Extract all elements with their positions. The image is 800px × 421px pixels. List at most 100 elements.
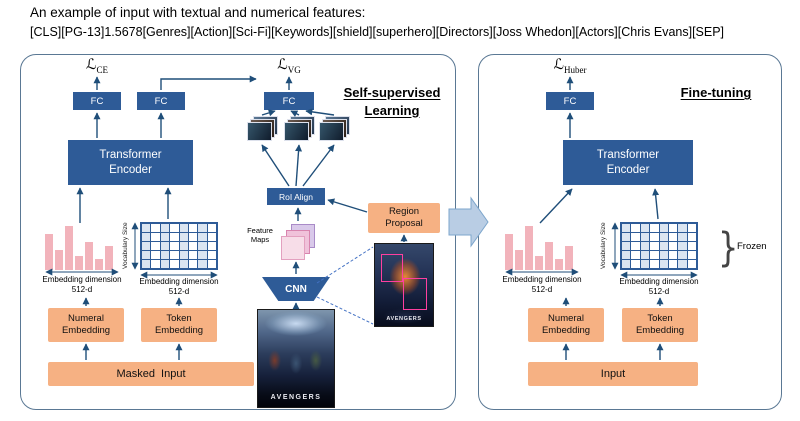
- embedding-grid-cell: [207, 251, 216, 259]
- histogram-bar: [525, 226, 533, 270]
- embedding-grid-cell: [160, 251, 170, 259]
- histogram-bar: [45, 234, 53, 270]
- embedding-grid-cell: [198, 242, 207, 250]
- embedding-grid-cell: [207, 242, 216, 250]
- embedding-grid-cell: [678, 251, 687, 259]
- embedding-grid-cell: [170, 251, 179, 259]
- embedding-grid-cell: [687, 224, 696, 232]
- movie-poster-region-source: AVENGERS: [374, 243, 434, 327]
- finetuning-title: Fine-tuning: [680, 85, 752, 100]
- histogram-bar: [55, 250, 63, 270]
- fc-box-finetune: FC: [546, 92, 594, 110]
- movie-poster-input: AVENGERS: [257, 309, 335, 408]
- region-thumbnail-stack-1: [246, 116, 278, 142]
- embedding-grid-cell: [179, 233, 188, 241]
- histogram-bar: [85, 242, 93, 270]
- token-embedding-box: Token Embedding: [141, 308, 217, 342]
- loss-vg-subscript: VG: [287, 64, 301, 75]
- embedding-grid-cell: [198, 233, 207, 241]
- region-proposal-bbox: [381, 254, 403, 282]
- embedding-grid-cell: [179, 260, 188, 268]
- histogram-bar: [75, 256, 83, 270]
- embedding-grid-cell: [151, 224, 160, 232]
- histogram-bar: [95, 259, 103, 270]
- feature-maps-label: Feature Maps: [247, 226, 273, 244]
- embedding-grid-cell: [622, 224, 631, 232]
- embedding-grid-cell: [160, 224, 170, 232]
- embedding-dim-label-numeral: Embedding dimension: [42, 275, 122, 284]
- embedding-grid-cell: [659, 224, 668, 232]
- loss-huber-symbol: ℒ: [553, 57, 564, 73]
- embedding-grid-cell: [668, 260, 678, 268]
- embedding-grid-cell: [179, 224, 188, 232]
- loss-ce: ℒCE: [62, 57, 132, 75]
- loss-huber-subscript: Huber: [563, 64, 587, 75]
- loss-vg-symbol: ℒ: [277, 57, 288, 73]
- embedding-grid-cell: [631, 242, 640, 250]
- embedding-grid-cell: [640, 233, 650, 241]
- embedding-grid-cell: [659, 251, 668, 259]
- embedding-grid-cell: [631, 251, 640, 259]
- embedding-grid-cell: [160, 242, 170, 250]
- embedding-grid-cell: [188, 251, 198, 259]
- embedding-grid-cell: [650, 242, 659, 250]
- input-box-ft: Input: [528, 362, 698, 386]
- embedding-grid-cell: [668, 251, 678, 259]
- embedding-grid-cell: [631, 224, 640, 232]
- embedding-grid-cell: [170, 260, 179, 268]
- embedding-grid-cell: [179, 242, 188, 250]
- thumbnail-layer: [247, 122, 272, 141]
- embedding-grid-cell: [631, 260, 640, 268]
- masked-input-box: Masked Input: [48, 362, 254, 386]
- embedding-grid-cell: [198, 251, 207, 259]
- embedding-grid-cell: [687, 251, 696, 259]
- feature-maps-stack: [281, 224, 315, 261]
- embedding-grid-cell: [160, 260, 170, 268]
- fc-box-numeric: FC: [137, 92, 185, 110]
- embedding-grid-cell: [188, 233, 198, 241]
- embedding-grid-cell: [142, 242, 151, 250]
- caption-token-sequence: [CLS][PG-13]1.5678[Genres][Action][Sci-F…: [30, 25, 725, 39]
- embedding-grid-cell: [640, 242, 650, 250]
- frozen-label: Frozen: [737, 241, 767, 252]
- embedding-grid-cell: [179, 251, 188, 259]
- vocabulary-size-label: Vocabulary Size: [122, 222, 129, 270]
- loss-vg: ℒVG: [254, 57, 324, 75]
- embedding-dim-value-token: 512-d: [168, 287, 190, 296]
- token-embedding-matrix-ft: [620, 222, 698, 270]
- embedding-dim-label-token: Embedding dimension: [139, 277, 219, 286]
- region-proposal-box: Region Proposal: [368, 203, 440, 233]
- roi-align-box: RoI Align: [267, 188, 325, 205]
- embedding-grid-cell: [678, 260, 687, 268]
- embedding-grid-cell: [198, 224, 207, 232]
- region-proposal-bbox: [403, 278, 427, 310]
- histogram-bar: [65, 226, 73, 270]
- numeral-embedding-box: Numeral Embedding: [48, 308, 124, 342]
- numeral-embedding-box-ft: Numeral Embedding: [528, 308, 604, 342]
- embedding-grid-cell: [622, 242, 631, 250]
- fc-box-ce: FC: [73, 92, 121, 110]
- histogram-bar: [535, 256, 543, 270]
- histogram-bar: [565, 246, 573, 270]
- embedding-grid-cell: [650, 224, 659, 232]
- embedding-grid-cell: [160, 233, 170, 241]
- embedding-grid-cell: [207, 260, 216, 268]
- token-embedding-box-ft: Token Embedding: [622, 308, 698, 342]
- movie-poster-title: AVENGERS: [270, 394, 322, 401]
- embedding-grid-cell: [678, 242, 687, 250]
- histogram-bar: [105, 246, 113, 270]
- fc-box-visual: FC: [264, 92, 314, 110]
- histogram-bar: [505, 234, 513, 270]
- loss-huber: ℒHuber: [535, 57, 605, 75]
- embedding-dim-value-numeral: 512-d: [71, 285, 93, 294]
- embedding-grid-cell: [622, 260, 631, 268]
- embedding-grid-cell: [640, 224, 650, 232]
- pretraining-title: Self-supervised Learning: [343, 85, 441, 118]
- feature-map-layer: [281, 236, 305, 260]
- embedding-grid-cell: [151, 260, 160, 268]
- embedding-grid-cell: [668, 242, 678, 250]
- caption-intro: An example of input with textual and num…: [30, 5, 366, 20]
- embedding-dim-label-numeral-ft: Embedding dimension: [502, 275, 582, 284]
- histogram-bar: [555, 259, 563, 270]
- embedding-grid-cell: [650, 233, 659, 241]
